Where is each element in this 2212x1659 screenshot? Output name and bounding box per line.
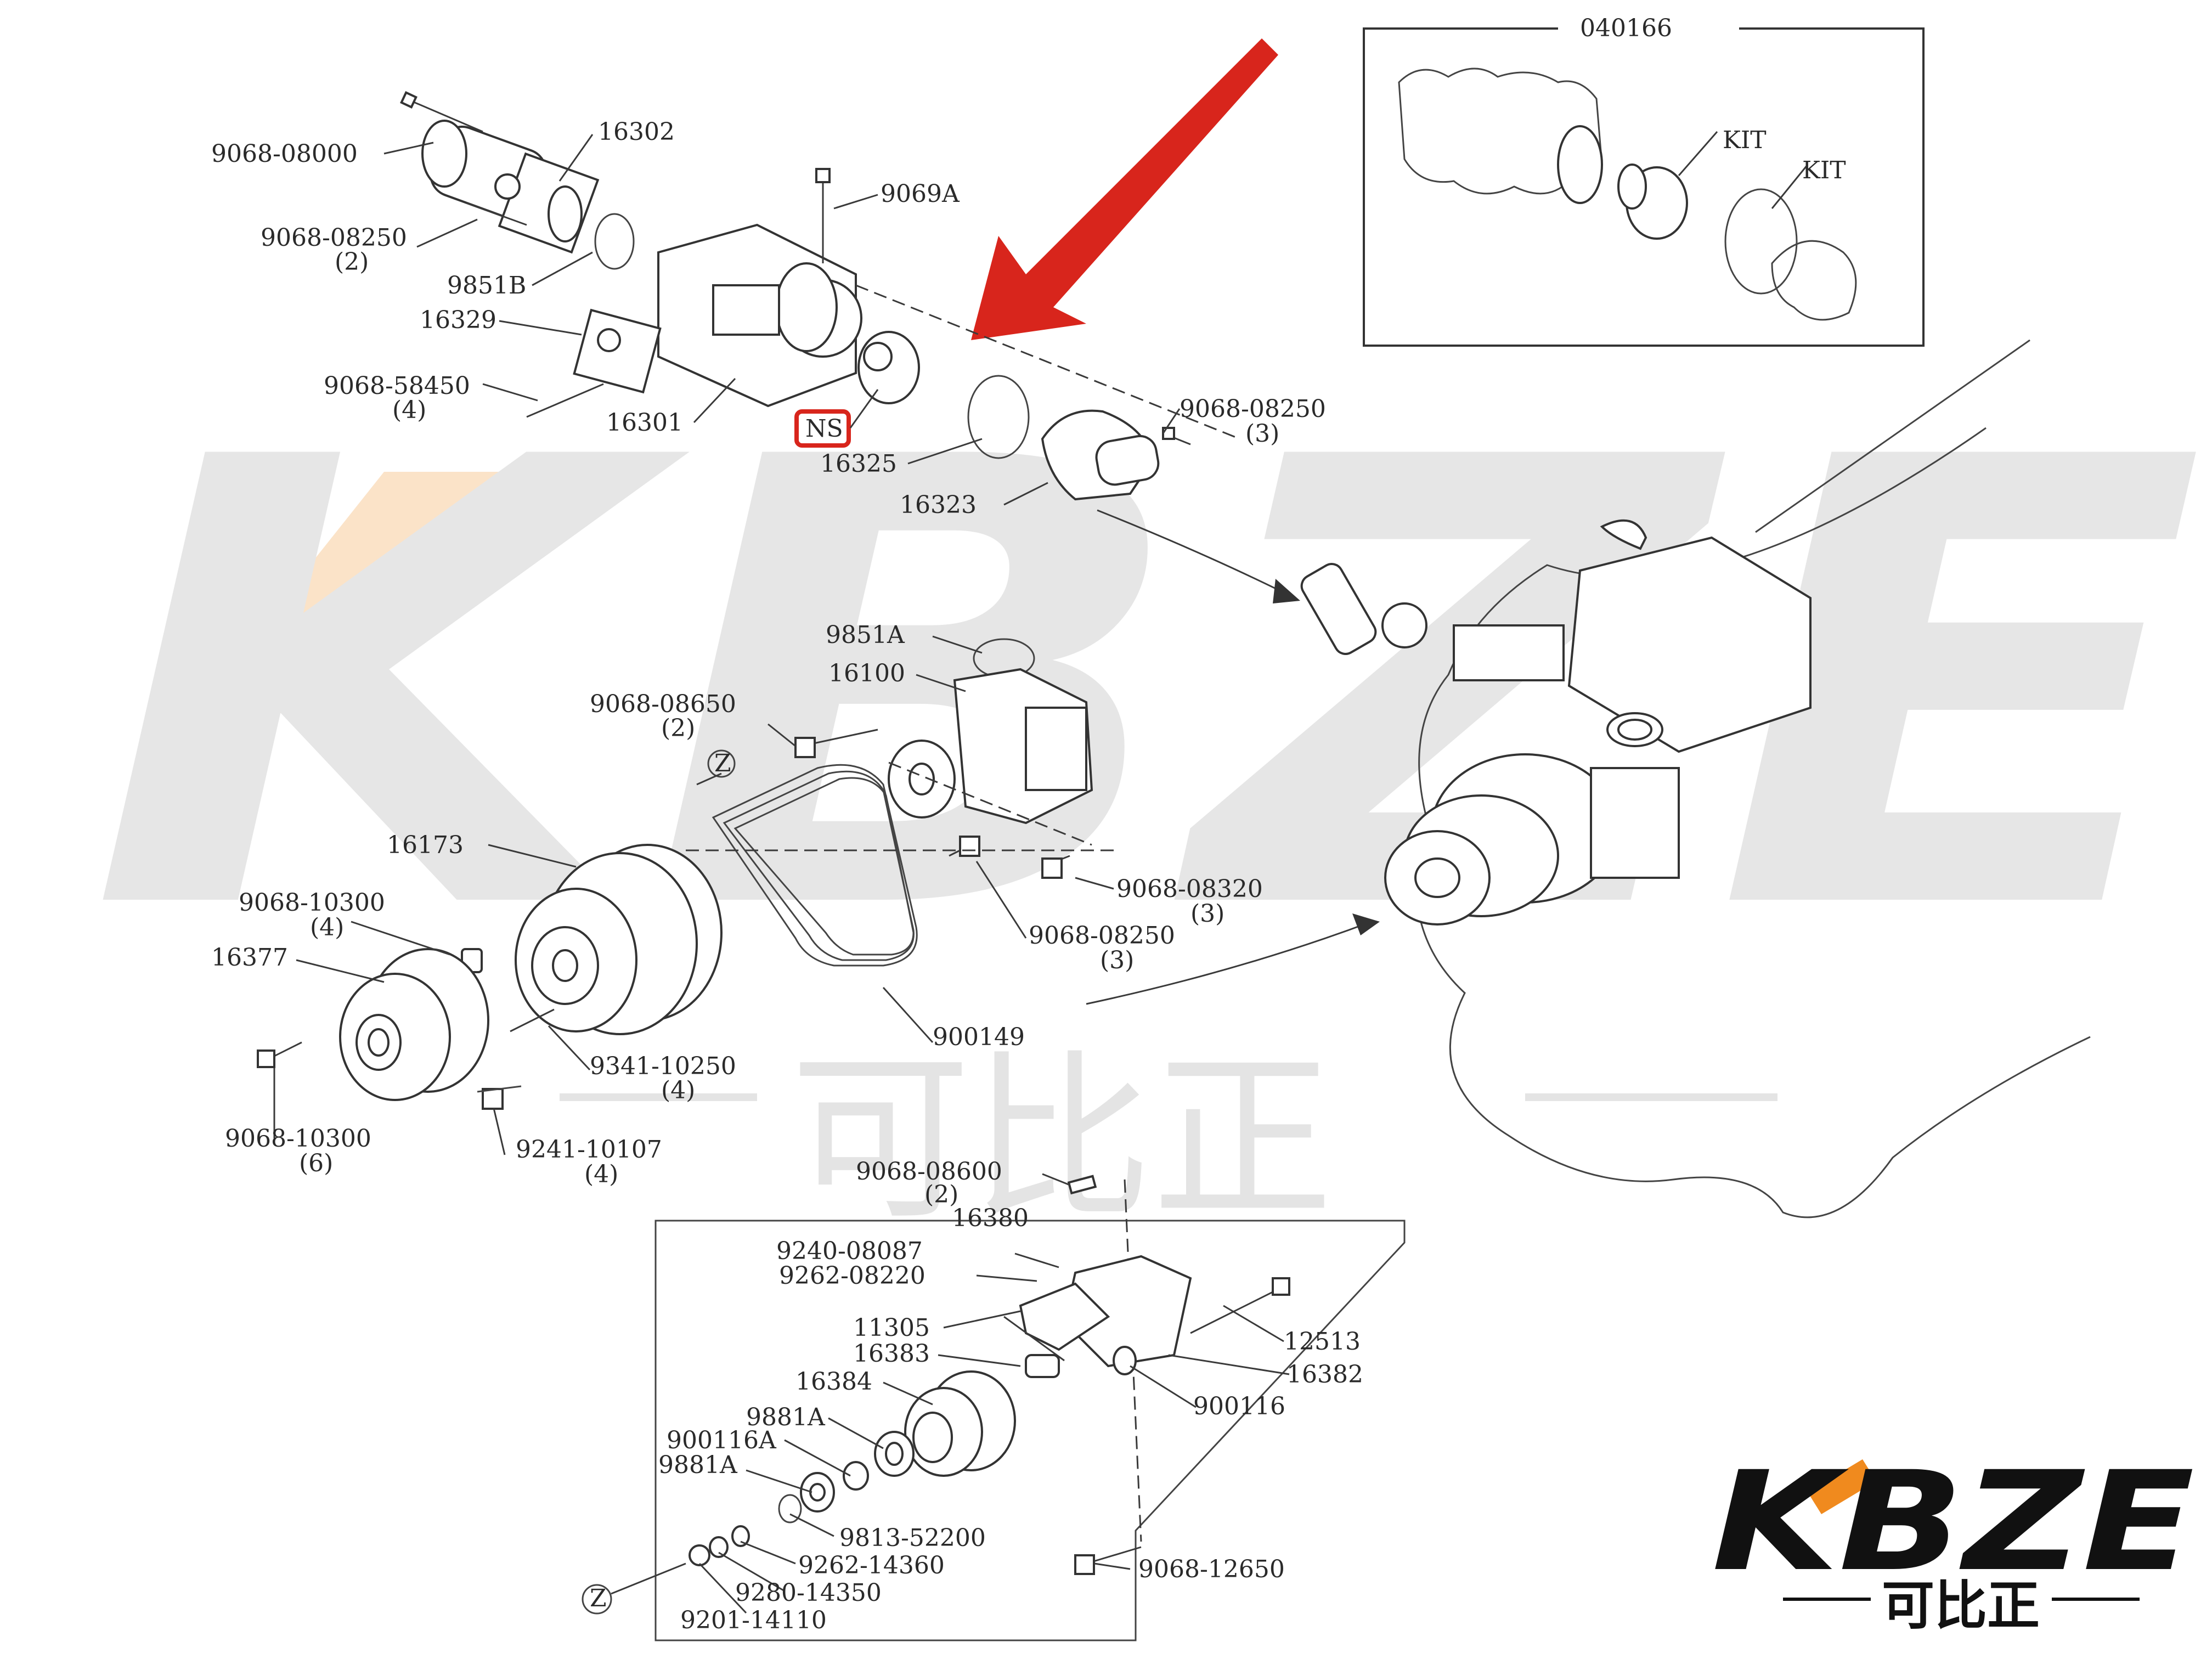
label-qty-4d: (4) bbox=[584, 1160, 618, 1188]
watermark-accent-shape bbox=[192, 472, 647, 713]
bracket-16329 bbox=[573, 308, 662, 394]
ref-z1: Z bbox=[714, 749, 731, 777]
label-qty-2b: (2) bbox=[661, 714, 695, 742]
ref-circle-z2 bbox=[582, 1584, 612, 1615]
label-16329: 16329 bbox=[420, 306, 496, 334]
label-9068-08000: 9068-08000 bbox=[211, 140, 358, 168]
inset-kit-label-1: KIT bbox=[1723, 126, 1767, 154]
label-16301: 16301 bbox=[606, 409, 683, 437]
label-qty-3a: (3) bbox=[1245, 420, 1279, 448]
label-9262-08220: 9262-08220 bbox=[779, 1262, 926, 1290]
label-16325: 16325 bbox=[820, 450, 897, 478]
label-16100: 16100 bbox=[828, 659, 905, 687]
label-9068-08250-a: 9068-08250 bbox=[261, 224, 407, 252]
label-qty-4c: (4) bbox=[661, 1076, 695, 1104]
label-9341-10250: 9341-10250 bbox=[590, 1052, 736, 1080]
label-900149: 900149 bbox=[933, 1023, 1025, 1051]
label-16380: 16380 bbox=[952, 1204, 1029, 1232]
inset-box: 040166 KIT KIT bbox=[1363, 12, 1925, 347]
label-9068-08250-b: 9068-08250 bbox=[1180, 395, 1326, 423]
label-9068-10300-b: 9068-10300 bbox=[225, 1125, 371, 1153]
label-qty-3b: (3) bbox=[1190, 900, 1224, 928]
logo-brand: KBZE bbox=[1712, 1442, 2194, 1601]
part-labels: 9068-08000 16302 9068-08250 (2) 9851B 16… bbox=[211, 118, 1363, 1634]
label-9068-08600: 9068-08600 bbox=[856, 1158, 1002, 1186]
inset-title: 040166 bbox=[1580, 14, 1672, 42]
label-9068-08320: 9068-08320 bbox=[1116, 875, 1263, 903]
label-qty-3c: (3) bbox=[1100, 946, 1134, 974]
thermostat-housing-group bbox=[400, 91, 1240, 501]
label-16384: 16384 bbox=[795, 1368, 872, 1396]
kbze-logo: KBZE 可比正 bbox=[1712, 1442, 2205, 1651]
tensioner-group bbox=[654, 1175, 1406, 1641]
label-900116A: 900116A bbox=[667, 1426, 777, 1454]
label-9813-52200: 9813-52200 bbox=[839, 1524, 986, 1552]
tensioner-frame bbox=[654, 1220, 1406, 1641]
highlight-arrow bbox=[971, 38, 1278, 340]
label-9068-58450: 9068-58450 bbox=[324, 372, 470, 400]
leader-lines bbox=[273, 134, 1290, 1614]
label-11305: 11305 bbox=[853, 1314, 930, 1342]
inset-kit-label-2: KIT bbox=[1802, 156, 1846, 184]
label-qty-6: (6) bbox=[299, 1149, 333, 1177]
label-9241-10107: 9241-10107 bbox=[516, 1136, 662, 1164]
gasket-ring bbox=[967, 375, 1030, 459]
ref-circle-z1 bbox=[707, 749, 736, 778]
label-9068-08250-c: 9068-08250 bbox=[1029, 922, 1175, 950]
logo-chinese: 可比正 bbox=[1882, 1575, 2040, 1637]
watermark-chinese: 可比正 bbox=[790, 1034, 1333, 1244]
oring-9851B bbox=[594, 213, 635, 270]
label-9068-12650: 9068-12650 bbox=[1138, 1555, 1285, 1583]
label-16323: 16323 bbox=[900, 491, 977, 519]
label-9068-08650: 9068-08650 bbox=[590, 690, 736, 718]
label-16173: 16173 bbox=[387, 831, 464, 859]
label-9881A-b: 9881A bbox=[658, 1451, 738, 1479]
label-ns: NS bbox=[805, 415, 843, 443]
v-belt-900149 bbox=[712, 764, 918, 967]
label-9201-14110: 9201-14110 bbox=[680, 1606, 827, 1634]
ref-z2: Z bbox=[590, 1584, 607, 1612]
label-9069A: 9069A bbox=[881, 180, 960, 208]
label-9851A: 9851A bbox=[826, 621, 905, 649]
thermostat-16325 bbox=[857, 331, 920, 404]
logo-accent bbox=[1808, 1459, 1876, 1514]
label-9068-10300-a: 9068-10300 bbox=[239, 889, 385, 917]
label-12513: 12513 bbox=[1284, 1328, 1361, 1356]
label-9851B: 9851B bbox=[447, 272, 526, 300]
label-9881A-a: 9881A bbox=[746, 1403, 826, 1431]
label-16302: 16302 bbox=[598, 118, 675, 146]
label-9262-14360: 9262-14360 bbox=[798, 1551, 945, 1579]
label-16377: 16377 bbox=[211, 944, 288, 972]
inset-gasket bbox=[1724, 188, 1798, 295]
label-16383: 16383 bbox=[853, 1340, 930, 1368]
label-qty-4a: (4) bbox=[392, 396, 426, 424]
ns-highlight-box bbox=[794, 409, 851, 448]
water-pump-group bbox=[257, 638, 1119, 1110]
label-qty-4b: (4) bbox=[310, 913, 344, 941]
label-16382: 16382 bbox=[1286, 1361, 1363, 1389]
label-900116: 900116 bbox=[1193, 1392, 1285, 1420]
engine-assembly bbox=[1086, 339, 2091, 1218]
label-9280-14350: 9280-14350 bbox=[735, 1579, 882, 1607]
label-9240-08087: 9240-08087 bbox=[776, 1237, 923, 1265]
label-qty-2a: (2) bbox=[335, 248, 369, 276]
label-qty-2c: (2) bbox=[924, 1181, 958, 1209]
